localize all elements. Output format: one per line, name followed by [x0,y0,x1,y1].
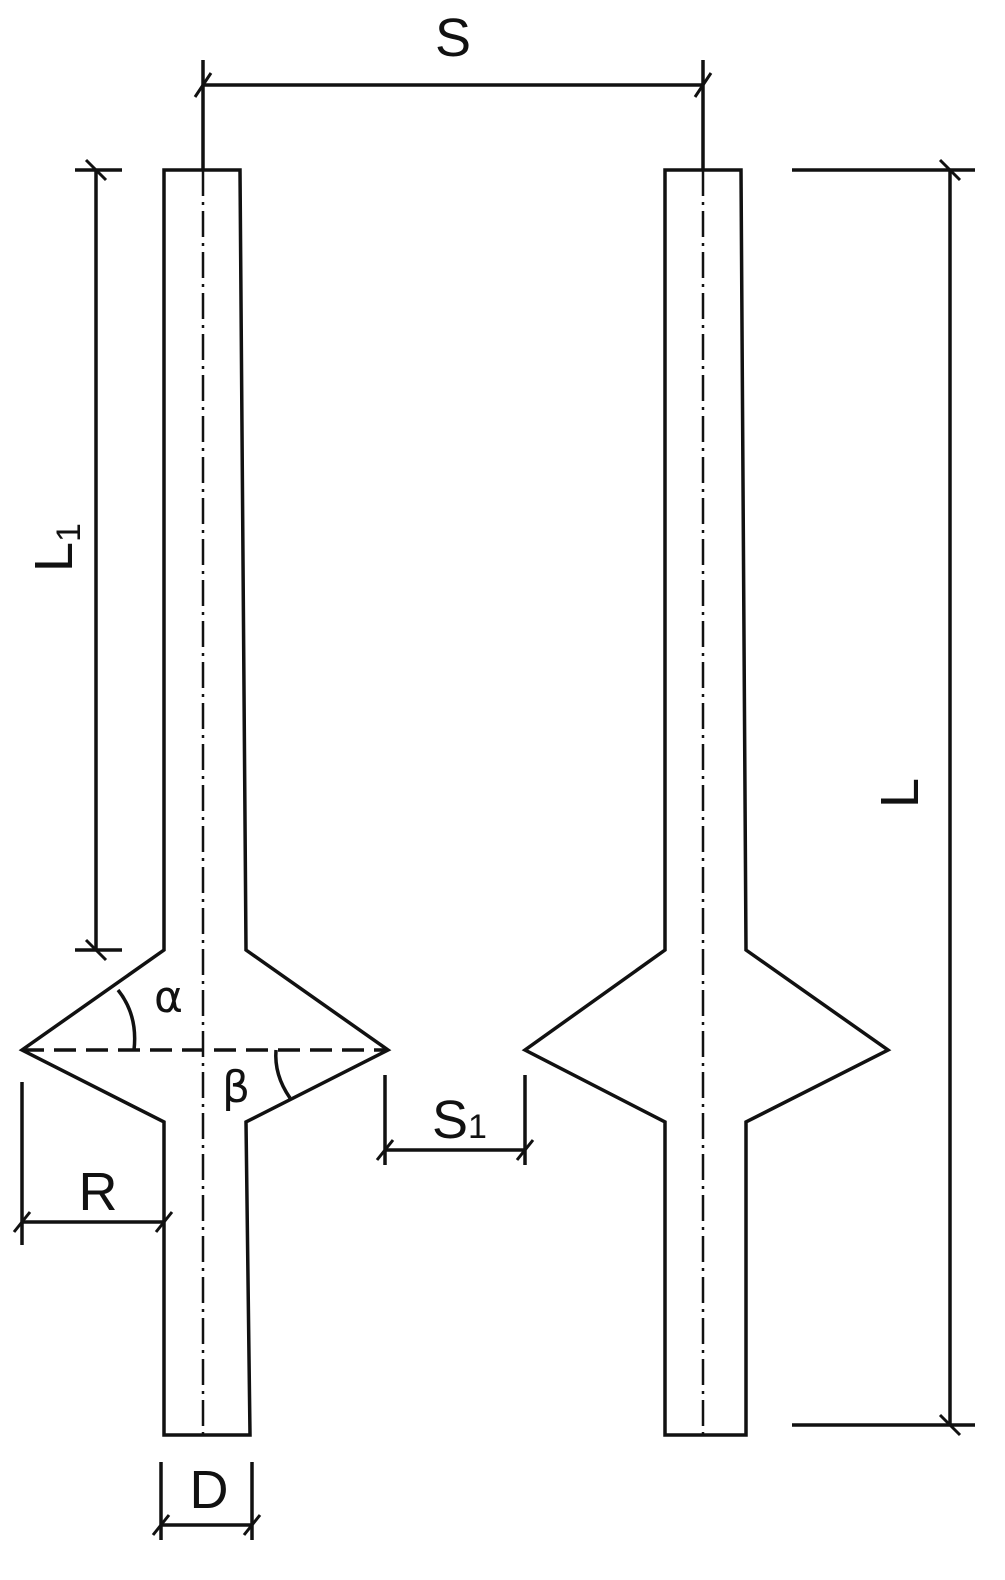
left-pile-outline [18,168,392,1437]
angle-alpha-label: α [154,972,183,1023]
length-label: L [870,778,930,808]
dimension-upper-length: L1 [24,158,122,962]
dimension-radius: R [12,1082,174,1245]
left-pile [18,168,392,1437]
dimension-diameter: D [151,1460,262,1540]
radius-label: R [79,1162,118,1222]
dimension-clear-spacing: S1 [375,1075,535,1165]
upper-length-label: L1 [24,523,88,572]
angle-beta-arc [274,1049,292,1099]
spacing-label: S [435,8,471,68]
right-pile [521,168,892,1437]
angle-alpha-arc [116,988,137,1051]
diameter-label: D [190,1460,229,1520]
right-pile-outline [521,168,892,1437]
clear-spacing-label: S1 [432,1090,487,1150]
angle-beta-label: β [222,1062,250,1113]
dimension-spacing: S [193,8,713,170]
dimension-length: L [792,158,975,1437]
